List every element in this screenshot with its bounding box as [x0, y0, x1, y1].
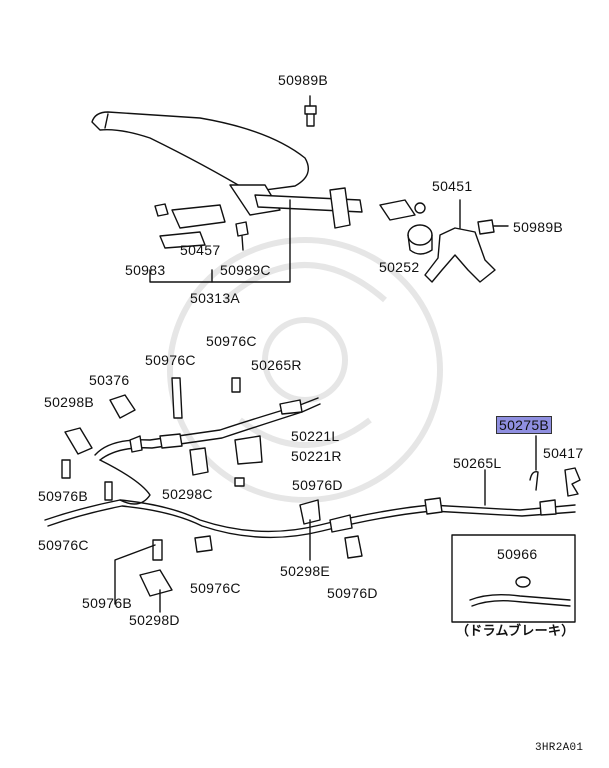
- spring-50417: [564, 467, 581, 497]
- leader-50313A: [149, 199, 291, 283]
- label-50298B: 50298B: [44, 394, 95, 410]
- cable-50265L: [44, 459, 576, 539]
- label-50989B-top: 50989B: [278, 72, 329, 88]
- leader-50976B: [114, 544, 156, 605]
- clips-cables: [61, 377, 363, 597]
- label-50313A: 50313A: [190, 290, 241, 306]
- label-50298E: 50298E: [280, 563, 331, 579]
- bracket-50451: [424, 199, 496, 283]
- clip-50983: [154, 203, 169, 217]
- drum-brake-box: [451, 534, 576, 623]
- label-50966: 50966: [497, 546, 538, 562]
- label-50417: 50417: [543, 445, 584, 461]
- diagram-code: 3HR2A01: [535, 742, 584, 754]
- label-50265L: 50265L: [453, 455, 502, 471]
- label-50451: 50451: [432, 178, 473, 194]
- label-50989C: 50989C: [220, 262, 271, 278]
- bolt-50989B-top: [304, 95, 317, 127]
- label-50976B-b: 50976B: [82, 595, 133, 611]
- label-50457: 50457: [180, 242, 221, 258]
- watermark-emblem: [167, 237, 443, 503]
- label-50989B-right: 50989B: [513, 219, 564, 235]
- pin-50275B: [529, 435, 539, 491]
- label-50976C-c: 50976C: [38, 537, 89, 553]
- label-50265R: 50265R: [251, 357, 302, 373]
- label-50976D-a: 50976D: [292, 477, 343, 493]
- label-50298C: 50298C: [162, 486, 213, 502]
- cable-50265R: [94, 397, 321, 461]
- brake-lever: [91, 111, 426, 249]
- label-50221L: 50221L: [291, 428, 340, 444]
- label-50376: 50376: [89, 372, 130, 388]
- bolt-50989B-right: [477, 219, 509, 235]
- label-50976C-b: 50976C: [145, 352, 196, 368]
- label-50983: 50983: [125, 262, 166, 278]
- drum-brake-note: （ドラムブレーキ）: [456, 624, 575, 639]
- label-50976D-b: 50976D: [327, 585, 378, 601]
- label-50976C-d: 50976C: [190, 580, 241, 596]
- bushing-50252: [407, 224, 433, 255]
- label-50221R: 50221R: [291, 448, 342, 464]
- label-50275B-highlighted: 50275B: [495, 416, 553, 434]
- label-50976B-a: 50976B: [38, 488, 89, 504]
- label-50298D: 50298D: [129, 612, 180, 628]
- screw-50989C: [235, 221, 249, 251]
- label-50252: 50252: [379, 259, 420, 275]
- label-50976C-a: 50976C: [206, 333, 257, 349]
